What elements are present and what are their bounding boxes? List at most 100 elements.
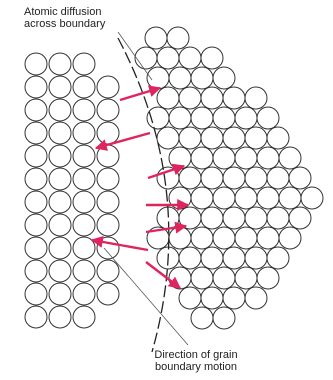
atom — [49, 122, 71, 144]
atom — [191, 147, 213, 169]
atom — [191, 107, 213, 129]
atom — [49, 237, 71, 259]
atom — [213, 67, 235, 89]
atom — [289, 207, 311, 229]
atom — [289, 167, 311, 189]
atom — [191, 267, 213, 289]
atom — [25, 168, 47, 190]
atom — [267, 167, 289, 189]
atom — [73, 76, 95, 98]
atom — [213, 107, 235, 129]
atom — [169, 227, 191, 249]
atom — [245, 87, 267, 109]
atom — [235, 227, 257, 249]
motion-label-line-2: boundary motion — [154, 361, 237, 373]
right-grain-atoms — [135, 27, 323, 329]
atom — [235, 107, 257, 129]
atom — [49, 306, 71, 328]
atom — [25, 306, 47, 328]
atom — [201, 127, 223, 149]
atom — [49, 191, 71, 213]
atom — [25, 191, 47, 213]
atom — [25, 99, 47, 121]
atom — [73, 53, 95, 75]
atom — [157, 87, 179, 109]
atom — [97, 122, 119, 144]
atom — [201, 247, 223, 269]
atom — [279, 187, 301, 209]
atom — [169, 147, 191, 169]
atom — [73, 122, 95, 144]
atom — [157, 47, 179, 69]
atom — [49, 145, 71, 167]
atom — [301, 187, 323, 209]
atom — [223, 287, 245, 309]
atom — [213, 187, 235, 209]
atom — [169, 267, 191, 289]
atom — [201, 167, 223, 189]
atom — [147, 107, 169, 129]
atom — [257, 187, 279, 209]
atom — [179, 127, 201, 149]
atom — [179, 247, 201, 269]
atom — [223, 127, 245, 149]
atom — [73, 191, 95, 213]
atom — [97, 99, 119, 121]
atom — [267, 247, 289, 269]
atom — [257, 227, 279, 249]
atom — [235, 147, 257, 169]
atom — [169, 107, 191, 129]
atom — [257, 147, 279, 169]
atom — [49, 76, 71, 98]
atom — [25, 260, 47, 282]
atom — [25, 283, 47, 305]
atom — [223, 207, 245, 229]
atom — [201, 287, 223, 309]
atom — [191, 67, 213, 89]
atom — [201, 207, 223, 229]
atom — [25, 122, 47, 144]
atom — [49, 214, 71, 236]
atom — [25, 237, 47, 259]
atom — [73, 306, 95, 328]
atom — [49, 260, 71, 282]
atom — [97, 214, 119, 236]
atom — [169, 67, 191, 89]
atom — [49, 99, 71, 121]
atom — [223, 247, 245, 269]
atom — [25, 53, 47, 75]
atom — [49, 168, 71, 190]
atom — [49, 53, 71, 75]
atom — [257, 107, 279, 129]
diffusion-label-line-1: Atomic diffusion — [24, 6, 105, 18]
atom — [191, 227, 213, 249]
atom — [235, 267, 257, 289]
atom — [73, 168, 95, 190]
atom — [267, 127, 289, 149]
atom — [213, 267, 235, 289]
atom — [213, 147, 235, 169]
atom — [97, 168, 119, 190]
atom — [73, 214, 95, 236]
atom — [97, 76, 119, 98]
atom — [135, 47, 157, 69]
atom — [179, 287, 201, 309]
atom — [201, 47, 223, 69]
atom — [167, 27, 189, 49]
atom — [257, 267, 279, 289]
left-grain-atoms — [25, 53, 119, 328]
atom — [179, 87, 201, 109]
atom — [145, 27, 167, 49]
atom — [245, 167, 267, 189]
atom — [267, 207, 289, 229]
atom — [73, 237, 95, 259]
atom — [73, 260, 95, 282]
atom — [213, 227, 235, 249]
diffusion-arrow — [120, 88, 160, 100]
atom — [25, 76, 47, 98]
atom — [97, 283, 119, 305]
atom — [279, 227, 301, 249]
atom — [49, 283, 71, 305]
atom — [157, 127, 179, 149]
